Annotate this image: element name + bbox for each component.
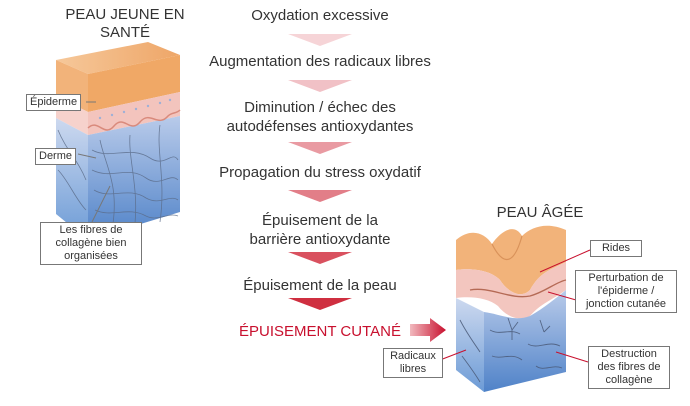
step-oxydation: Oxydation excessive <box>251 7 389 24</box>
step-peau: Épuisement de la peau <box>243 277 397 294</box>
aged-skin-title: PEAU ÂGÉE <box>496 204 584 221</box>
perturbation-leader <box>547 291 577 301</box>
destruction-leader <box>555 351 589 363</box>
fibres-label: Les fibres de collagène bien organisées <box>40 222 142 265</box>
derme-leader <box>77 153 97 159</box>
derme-label: Derme <box>35 148 77 165</box>
young-skin-title: PEAU JEUNE EN SANTÉ <box>65 6 185 41</box>
final-step: ÉPUISEMENT CUTANÉ <box>239 323 401 340</box>
radicaux-label: Radicaux libres <box>383 348 443 378</box>
aged-skin-block <box>456 225 567 392</box>
radicaux-leader <box>439 349 467 361</box>
cascade-arrows <box>288 34 352 310</box>
step-autodefenses: Diminution / échec des autodéfenses anti… <box>226 99 414 135</box>
destruction-label: Destruction des fibres de collagène <box>588 346 670 389</box>
young-skin-block <box>56 42 181 240</box>
epiderme-label: Épiderme <box>26 94 82 111</box>
rides-label: Rides <box>590 240 642 257</box>
step-propagation: Propagation du stress oxydatif <box>219 164 421 181</box>
step-radicaux: Augmentation des radicaux libres <box>209 53 431 70</box>
fibres-leader <box>91 185 111 223</box>
final-arrow <box>410 318 446 342</box>
perturbation-label: Perturbation de l'épiderme / jonction cu… <box>575 270 677 313</box>
rides-leader <box>539 249 591 273</box>
step-barriere: Épuisement de la barrière antioxydante <box>249 212 391 248</box>
